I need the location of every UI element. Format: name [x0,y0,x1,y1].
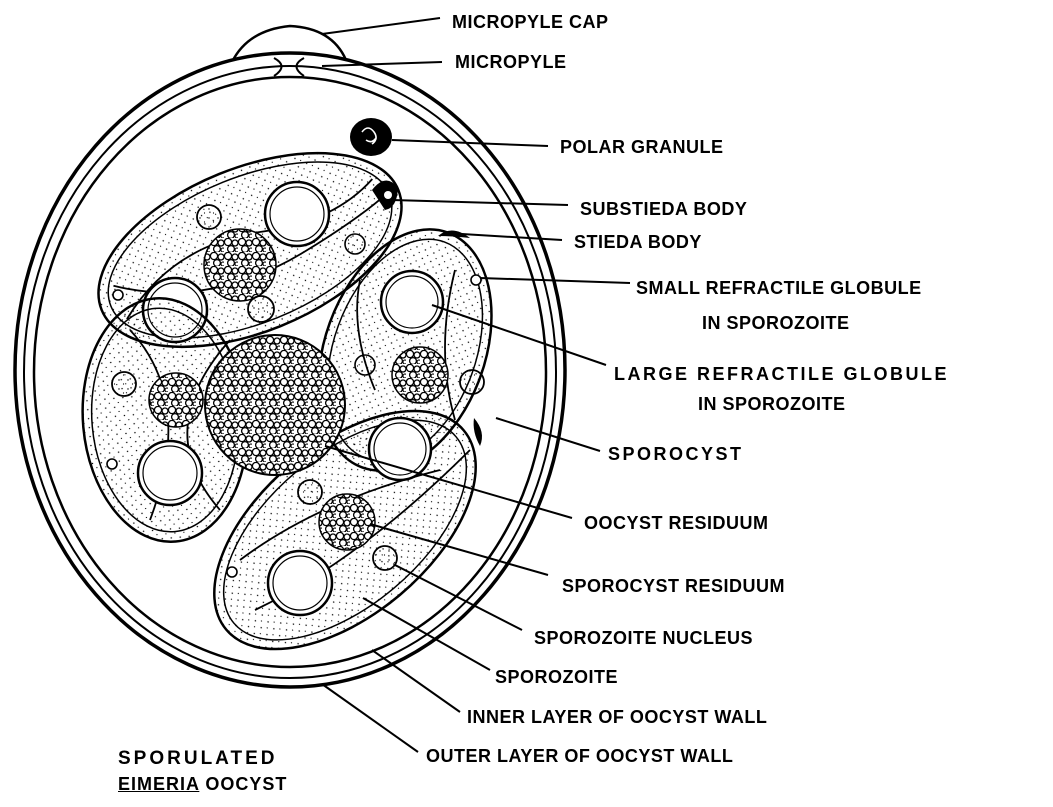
label-micropyle: MICROPYLE [455,52,567,72]
sporocyst-residuum [392,347,448,403]
label-sporocyst: SPOROCYST [608,444,744,464]
label-oocyst-residuum: OOCYST RESIDUUM [584,513,769,533]
sporozoite-nucleus [373,546,397,570]
caption-rest: OOCYST [199,774,287,794]
caption-line-2: EIMERIA OOCYST [118,774,287,795]
label-sporozoite: SPOROZOITE [495,667,618,687]
sporozoite-nucleus [112,372,136,396]
sporozoite-nucleus [355,355,375,375]
sporozoite-nucleus [460,370,484,394]
label-large-refractile-line1: LARGE REFRACTILE GLOBULE [614,364,949,384]
label-polar-granule: POLAR GRANULE [560,137,724,157]
sporocyst-residuum [319,494,375,550]
large-refractile-globule [268,551,332,615]
large-refractile-globule [369,418,431,480]
oocyst-residuum [205,335,345,475]
sporozoite-nucleus [345,234,365,254]
label-sporozoite-nucleus: SPOROZOITE NUCLEUS [534,628,753,648]
polar-granule [350,118,392,156]
small-refractile-globule [113,290,123,300]
label-inner-layer-of-oocyst-wall: INNER LAYER OF OOCYST WALL [467,707,767,727]
large-refractile-globule [138,441,202,505]
label-stieda-body: STIEDA BODY [574,232,702,252]
label-small-refractile-line2: IN SPOROZOITE [702,313,850,333]
label-outer-layer-of-oocyst-wall: OUTER LAYER OF OOCYST WALL [426,746,733,766]
caption-line-1: SPORULATED [118,748,277,770]
label-small-refractile-line1: SMALL REFRACTILE GLOBULE [636,278,922,298]
small-refractile-globule [227,567,237,577]
large-refractile-globule [381,271,443,333]
label-substieda-body: SUBSTIEDA BODY [580,199,747,219]
sporocyst-residuum [204,229,276,301]
sporozoite-nucleus [197,205,221,229]
sporocyst-residuum [149,373,203,427]
label-micropyle-cap: MICROPYLE CAP [452,12,609,32]
large-refractile-globule [265,182,329,246]
small-refractile-globule [107,459,117,469]
label-sporocyst-residuum: SPOROCYST RESIDUUM [562,576,785,596]
small-refractile-globule [471,275,481,285]
label-large-refractile-line2: IN SPOROZOITE [698,394,846,414]
sporozoite-nucleus [248,296,274,322]
caption-genus: EIMERIA [118,774,199,794]
sporozoite-nucleus [298,480,322,504]
